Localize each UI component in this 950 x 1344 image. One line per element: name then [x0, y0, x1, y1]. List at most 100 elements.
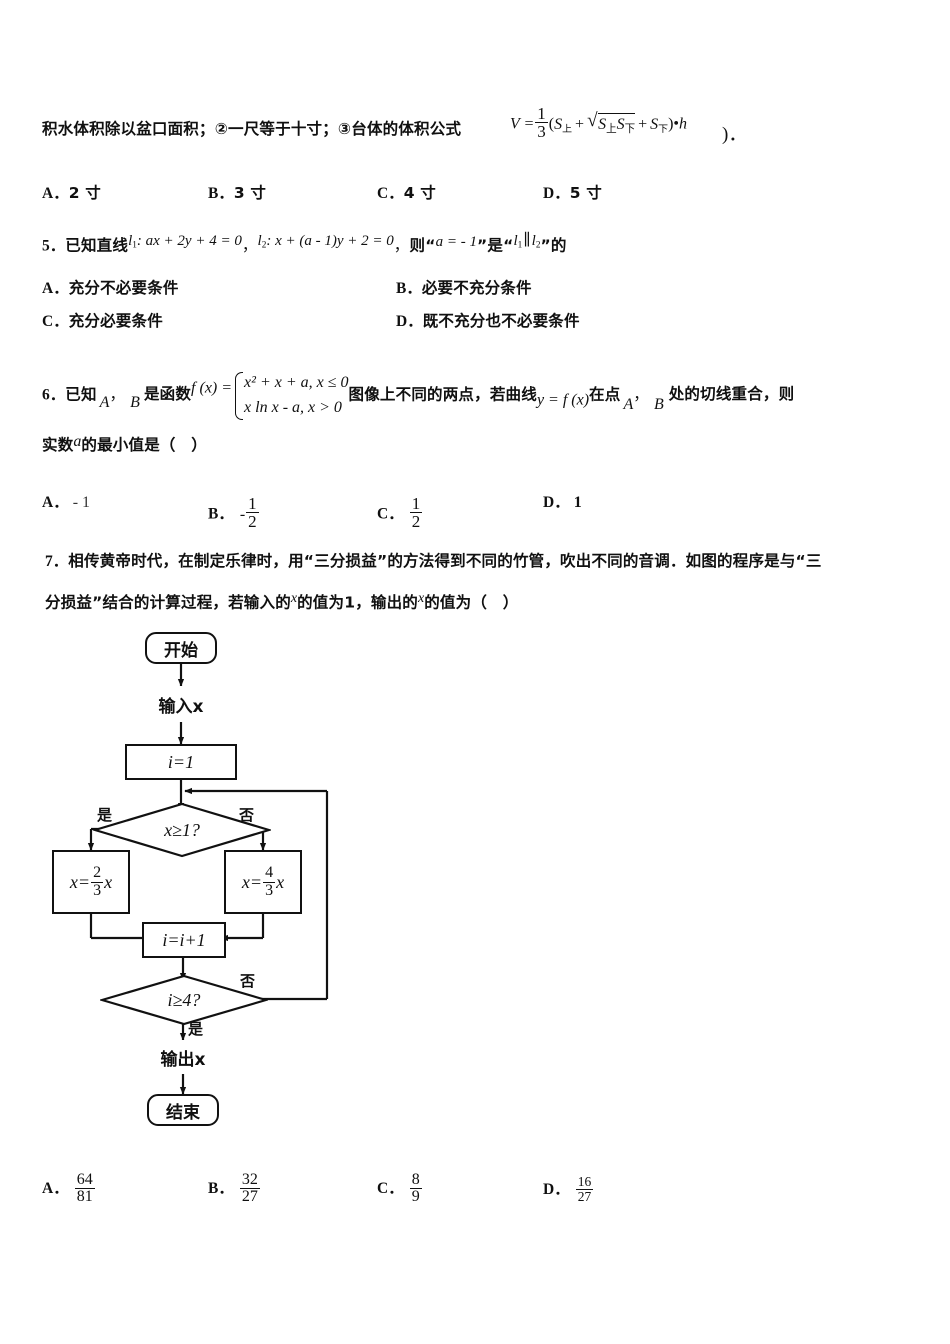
q4-stem-text: 积水体积除以盆口面积；②一尺等于十寸；③台体的体积公式 [42, 120, 462, 138]
flowchart-node-increment[interactable]: i=i+1 [142, 922, 226, 958]
q4-option-b[interactable]: B．3 寸 [208, 184, 267, 202]
q7-stem-line-2: 分损益”结合的计算过程，若输入的x的值为1，输出的x的值为（ ） [45, 592, 518, 612]
q4-option-c-text: 4 寸 [403, 184, 436, 202]
q5-stem: 5．已知直线l1: ax + 2y + 4 = 0，l2: x + (a - 1… [42, 233, 567, 254]
q6-point-b-2: B [653, 396, 664, 414]
q6-stem-part-f: 实数 [42, 436, 74, 454]
q5-quote-open-1: “ [425, 236, 436, 255]
q5-option-d-label: D． [396, 313, 423, 330]
formula-sqrt: S上S下 [587, 110, 636, 135]
process-left-var: x= [69, 871, 91, 892]
q4-option-b-text: 3 寸 [233, 184, 267, 202]
flowchart-start-label: 开始 [164, 640, 198, 661]
q4-option-c[interactable]: C．4 寸 [377, 184, 436, 202]
q7-stem-text-2b: 的值为1，输出的 [297, 593, 418, 612]
q5-option-a-label: A． [42, 280, 69, 297]
q6-option-d-value: 1 [573, 494, 582, 511]
q4-volume-formula: V =13(S上+S上S下+S下)•h [510, 105, 687, 141]
flowchart-branch-yes-2: 是 [188, 1020, 204, 1038]
q6-stem-part-d: 在点 [589, 385, 621, 404]
flowchart-node-start[interactable]: 开始 [145, 632, 217, 664]
q6-option-c-label: C． [377, 505, 404, 523]
q6-option-a-label: A． [42, 494, 69, 511]
q6-function-notation: f (x) = [191, 379, 233, 397]
q6-option-a[interactable]: A．- 1 [42, 495, 90, 511]
q6-piecewise-function: x² + x + a, x ≤ 0 x ln x - a, x > 0 [232, 371, 349, 421]
flowchart-init-label: i=1 [167, 751, 195, 772]
q5-quote-open-2: “ [503, 236, 514, 255]
q6-stem-part-c: 图像上不同的两点，若曲线 [348, 385, 537, 404]
q7-stem-text-2c: 的值为（ ） [424, 593, 519, 612]
q6-comma: ， [109, 385, 126, 404]
q7-output-variable: x [418, 591, 425, 606]
formula-open-paren: ( [548, 115, 555, 133]
q6-stem-part-b: 是函数 [143, 385, 192, 404]
q5-quote-close-1: ” [476, 236, 488, 255]
flowchart-branch-no-1: 否 [239, 806, 255, 824]
q5-option-a[interactable]: A．充分不必要条件 [42, 280, 179, 297]
q7-stem-text-2a: 分损益”结合的计算过程，若输入的 [45, 593, 291, 612]
q6-stem-part-g: 的最小值是（ ） [81, 436, 208, 454]
formula-lhs: V = [510, 115, 535, 133]
q6-comma-2: ， [633, 385, 649, 404]
q6-case-1: x² + x + a, x ≤ 0 [244, 374, 349, 391]
q4-option-d[interactable]: D．5 寸 [543, 184, 602, 202]
formula-s-lower: S下 [650, 115, 669, 135]
q5-number: 5． [42, 237, 66, 255]
q5-quote-close-2: ” [540, 236, 551, 255]
formula-dot: • [673, 115, 680, 133]
q5-stem-part-c: 是 [487, 236, 504, 255]
q4-formula-trailing: )． [722, 124, 748, 145]
q6-option-a-value: - 1 [72, 494, 91, 511]
formula-h: h [679, 115, 688, 133]
q5-option-b-label: B． [396, 280, 422, 297]
flowchart-input-label: 输入x [158, 696, 204, 717]
q7-option-d-label: D． [543, 1180, 570, 1198]
q6-point-a: A [99, 393, 110, 411]
flowchart-branch-yes-1: 是 [97, 806, 113, 824]
q4-option-a-label: A． [42, 185, 69, 202]
q5-comma-1: ， [241, 236, 258, 255]
q5-option-d[interactable]: D．既不充分也不必要条件 [396, 313, 580, 330]
q6-option-b-sign: - [239, 505, 246, 523]
q6-option-d[interactable]: D．1 [543, 495, 582, 511]
q6-stem-part-e: 处的切线重合，则 [668, 385, 795, 404]
q5-option-b-text: 必要不充分条件 [421, 279, 532, 297]
q4-option-d-text: 5 寸 [569, 184, 602, 202]
q6-stem-line-2: 实数a的最小值是（ ） [42, 434, 207, 454]
q5-option-c-label: C． [42, 313, 69, 330]
process-right-var: x= [241, 871, 263, 892]
q6-point-a-2: A [623, 396, 634, 414]
q6-option-b-label: B． [208, 505, 234, 523]
q6-point-b: B [130, 393, 140, 411]
q6-case-2: x ln x - a, x > 0 [244, 398, 342, 416]
flowchart-increment-label: i=i+1 [162, 929, 206, 950]
flowchart-node-init[interactable]: i=1 [125, 744, 237, 780]
q5-option-b[interactable]: B．必要不充分条件 [396, 279, 532, 297]
flowchart-node-input[interactable]: 输入x [125, 686, 237, 722]
q4-option-a[interactable]: A．2 寸 [42, 185, 101, 202]
q5-option-c[interactable]: C．充分必要条件 [42, 313, 163, 330]
q7-option-b-label: B． [208, 1180, 234, 1197]
q7-stem-text-1: 相传黄帝时代，在制定乐律时，用“三分损益”的方法得到不同的竹管，吹出不同的音调．… [68, 552, 822, 570]
flowchart-node-output[interactable]: 输出x [127, 1040, 239, 1074]
flowchart-end-label: 结束 [166, 1102, 200, 1123]
q7-option-c-label: C． [377, 1180, 404, 1197]
q4-option-c-label: C． [377, 185, 404, 202]
q4-option-b-label: B． [208, 185, 234, 202]
flowchart-node-end[interactable]: 结束 [147, 1094, 219, 1126]
q6-curve-equation: y = f (x) [536, 391, 590, 409]
